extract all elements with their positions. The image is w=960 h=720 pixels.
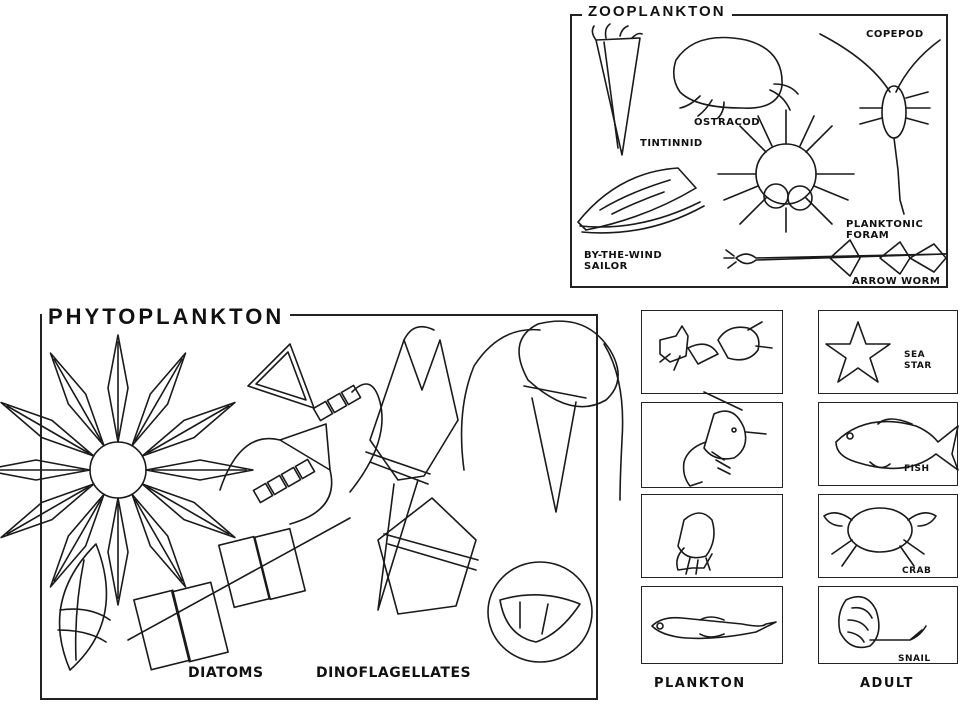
crab-larva-drawing — [676, 512, 715, 575]
tintinnid-drawing — [591, 23, 643, 156]
plankton-box-3 — [641, 494, 783, 578]
label-sea-star: SEA STAR — [904, 350, 932, 371]
label-adult-column: ADULT — [860, 676, 914, 691]
label-copepod: COPEPOD — [866, 29, 924, 40]
by-the-wind-sailor-drawing — [577, 167, 705, 234]
fish-larva-drawing — [682, 391, 767, 487]
label-crab: CRAB — [902, 566, 932, 576]
label-plankton-column: PLANKTON — [654, 676, 746, 691]
phytoplankton-panel — [40, 314, 598, 700]
spindle-diatom-drawing — [57, 543, 111, 671]
adult-box-snail — [818, 586, 958, 664]
phytoplankton-title: PHYTOPLANKTON — [42, 304, 291, 330]
plankton-box-4 — [641, 586, 783, 664]
label-diatoms: DIATOMS — [188, 665, 264, 681]
ostracod-drawing — [672, 36, 799, 119]
dinoflagellate-cell-drawing — [377, 497, 479, 615]
dinoflagellate-forked-drawing — [365, 325, 459, 611]
adult-box-crab — [818, 494, 958, 578]
label-tintinnid: TINTINNID — [640, 138, 703, 149]
cylinder-diatoms-drawing — [127, 517, 351, 671]
label-fish: FISH — [904, 464, 930, 474]
dinoflagellate-round-drawing — [487, 561, 593, 663]
label-snail: SNAIL — [898, 654, 931, 664]
label-planktonic-foram: PLANKTONIC FORAM — [846, 219, 924, 241]
planktonic-foram-drawing — [717, 109, 855, 233]
label-by-the-wind-sailor: BY-THE-WIND SAILOR — [584, 250, 663, 272]
arrow-worm-drawing — [723, 239, 947, 277]
zooplankton-title: ZOOPLANKTON — [582, 3, 732, 20]
sea-star-adult-drawing — [825, 321, 891, 383]
triangle-diatom-chain-drawing — [219, 343, 383, 525]
label-ostracod: OSTRACOD — [694, 117, 761, 128]
star-diatom-colony-drawing — [0, 334, 254, 606]
label-arrow-worm: ARROW WORM — [852, 276, 941, 287]
snail-larva-drawing — [651, 616, 777, 640]
adult-box-fish — [818, 402, 958, 486]
label-dinoflagellates: DINOFLAGELLATES — [316, 665, 472, 681]
crab-adult-drawing — [823, 507, 937, 567]
plankton-box-2 — [641, 402, 783, 488]
fish-adult-drawing — [835, 418, 959, 471]
copepod-drawing — [819, 33, 941, 215]
snail-adult-drawing — [838, 595, 927, 649]
dinoflagellate-horned-drawing — [460, 320, 624, 513]
sea-star-larva-drawing — [659, 321, 773, 371]
zooplankton-panel — [570, 14, 948, 288]
